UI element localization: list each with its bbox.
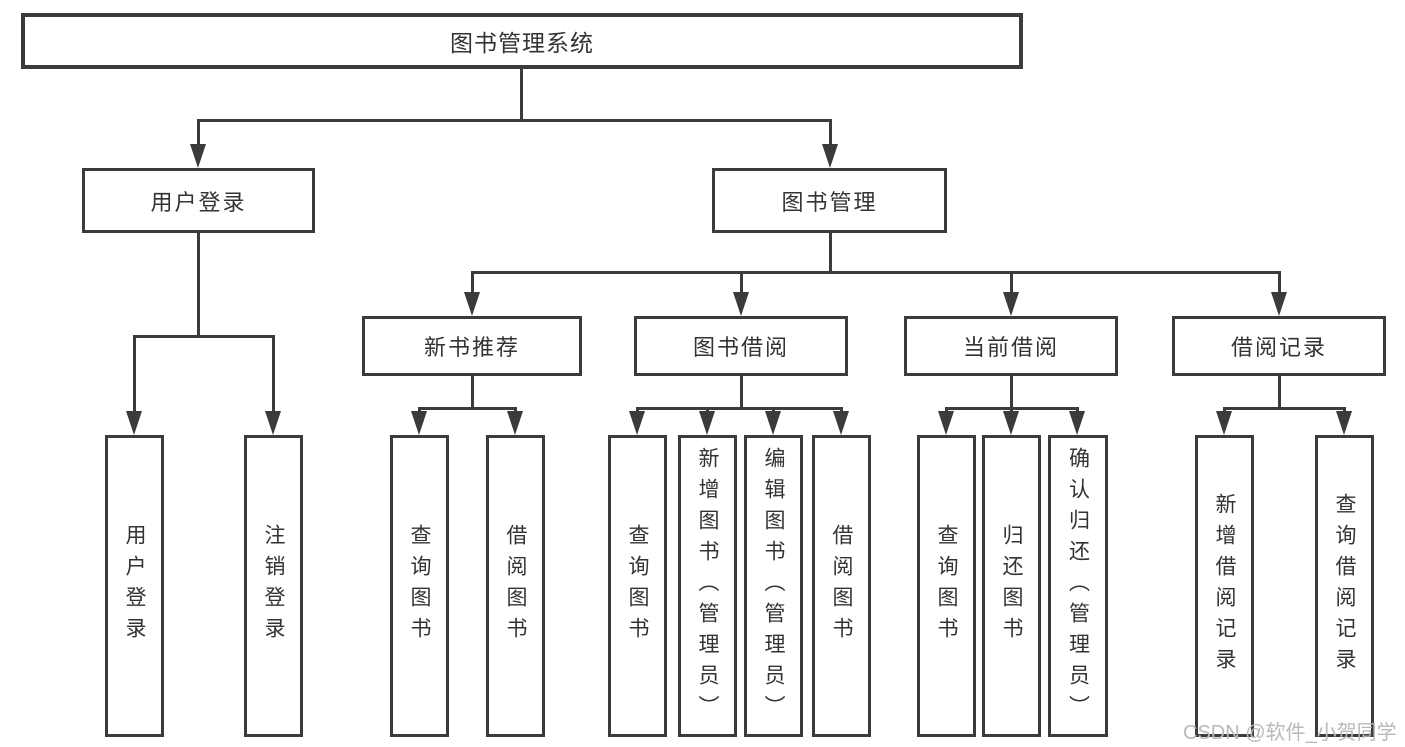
connector-vline	[829, 233, 832, 273]
connector-hline	[133, 335, 275, 338]
node-label: 用户登录	[150, 189, 247, 215]
connector-vline	[1010, 376, 1013, 410]
leaf-label: 用户登录	[123, 524, 146, 648]
leaf-label: 注销登录	[262, 524, 285, 648]
leaf-label: 借阅图书	[504, 524, 527, 648]
connector-hline	[1223, 407, 1346, 410]
connector-hline	[197, 119, 832, 122]
connector-vline	[272, 335, 275, 413]
leaf-bookborrow-query: 查询图书	[608, 435, 667, 737]
arrowhead-down-icon	[765, 411, 781, 435]
connector-vline	[520, 69, 523, 121]
node-book-borrow: 图书借阅	[634, 316, 848, 376]
arrowhead-down-icon	[733, 292, 749, 316]
arrowhead-down-icon	[1003, 411, 1019, 435]
arrowhead-down-icon	[411, 411, 427, 435]
leaf-bookborrow-add-admin: 新增图书（管理员）	[678, 435, 737, 737]
leaf-current-query: 查询图书	[917, 435, 976, 737]
connector-vline	[197, 119, 200, 149]
node-label: 图书管理	[781, 189, 878, 215]
leaf-label: 查询图书	[935, 524, 958, 648]
leaf-current-confirm-return-admin: 确认归还（管理员）	[1048, 435, 1108, 737]
leaf-label: 查询图书	[626, 524, 649, 648]
arrowhead-down-icon	[1069, 411, 1085, 435]
connector-hline	[471, 271, 1281, 274]
connector-vline	[133, 335, 136, 413]
arrowhead-down-icon	[190, 144, 206, 168]
leaf-record-query: 查询借阅记录	[1315, 435, 1374, 737]
node-borrow-record: 借阅记录	[1172, 316, 1386, 376]
connector-vline	[1278, 376, 1281, 410]
leaf-newbook-borrow: 借阅图书	[486, 435, 545, 737]
leaf-label: 查询借阅记录	[1333, 493, 1356, 679]
leaf-bookborrow-borrow: 借阅图书	[812, 435, 871, 737]
connector-vline	[740, 376, 743, 410]
leaf-label: 确认归还（管理员）	[1066, 446, 1090, 726]
arrowhead-down-icon	[833, 411, 849, 435]
node-book-management: 图书管理	[712, 168, 947, 233]
node-label: 新书推荐	[423, 335, 520, 360]
connector-vline	[1278, 271, 1281, 296]
leaf-label: 新增图书（管理员）	[696, 446, 719, 726]
arrowhead-down-icon	[1271, 292, 1287, 316]
arrowhead-down-icon	[507, 411, 523, 435]
leaf-newbook-query: 查询图书	[390, 435, 449, 737]
leaf-label: 编辑图书（管理员）	[762, 446, 785, 726]
connector-vline	[471, 271, 474, 296]
leaf-label: 借阅图书	[830, 524, 853, 648]
leaf-label: 新增借阅记录	[1213, 493, 1236, 679]
connector-vline	[197, 233, 200, 338]
arrowhead-down-icon	[629, 411, 645, 435]
node-root-library-system: 图书管理系统	[21, 13, 1023, 69]
node-label: 图书借阅	[692, 335, 789, 360]
connector-vline	[1010, 271, 1013, 296]
arrowhead-down-icon	[1216, 411, 1232, 435]
node-label: 图书管理系统	[450, 30, 594, 56]
arrowhead-down-icon	[699, 411, 715, 435]
node-label: 当前借阅	[962, 335, 1059, 360]
arrowhead-down-icon	[938, 411, 954, 435]
leaf-logout: 注销登录	[244, 435, 303, 737]
node-user-login: 用户登录	[82, 168, 315, 233]
arrowhead-down-icon	[464, 292, 480, 316]
leaf-current-return: 归还图书	[982, 435, 1041, 737]
csdn-watermark: CSDN @软件_小贺同学	[1183, 722, 1397, 744]
leaf-label: 查询图书	[408, 524, 431, 648]
leaf-user-login: 用户登录	[105, 435, 164, 737]
arrowhead-down-icon	[822, 144, 838, 168]
arrowhead-down-icon	[265, 411, 281, 435]
connector-vline	[829, 119, 832, 149]
leaf-bookborrow-edit-admin: 编辑图书（管理员）	[744, 435, 803, 737]
connector-hline	[636, 407, 842, 410]
arrowhead-down-icon	[1003, 292, 1019, 316]
arrowhead-down-icon	[126, 411, 142, 435]
node-new-book-recommend: 新书推荐	[362, 316, 582, 376]
arrowhead-down-icon	[1336, 411, 1352, 435]
connector-hline	[418, 407, 517, 410]
node-current-borrow: 当前借阅	[904, 316, 1118, 376]
connector-vline	[471, 376, 474, 410]
leaf-record-add: 新增借阅记录	[1195, 435, 1254, 737]
leaf-label: 归还图书	[1000, 524, 1023, 648]
node-label: 借阅记录	[1230, 335, 1327, 360]
connector-vline	[740, 271, 743, 296]
